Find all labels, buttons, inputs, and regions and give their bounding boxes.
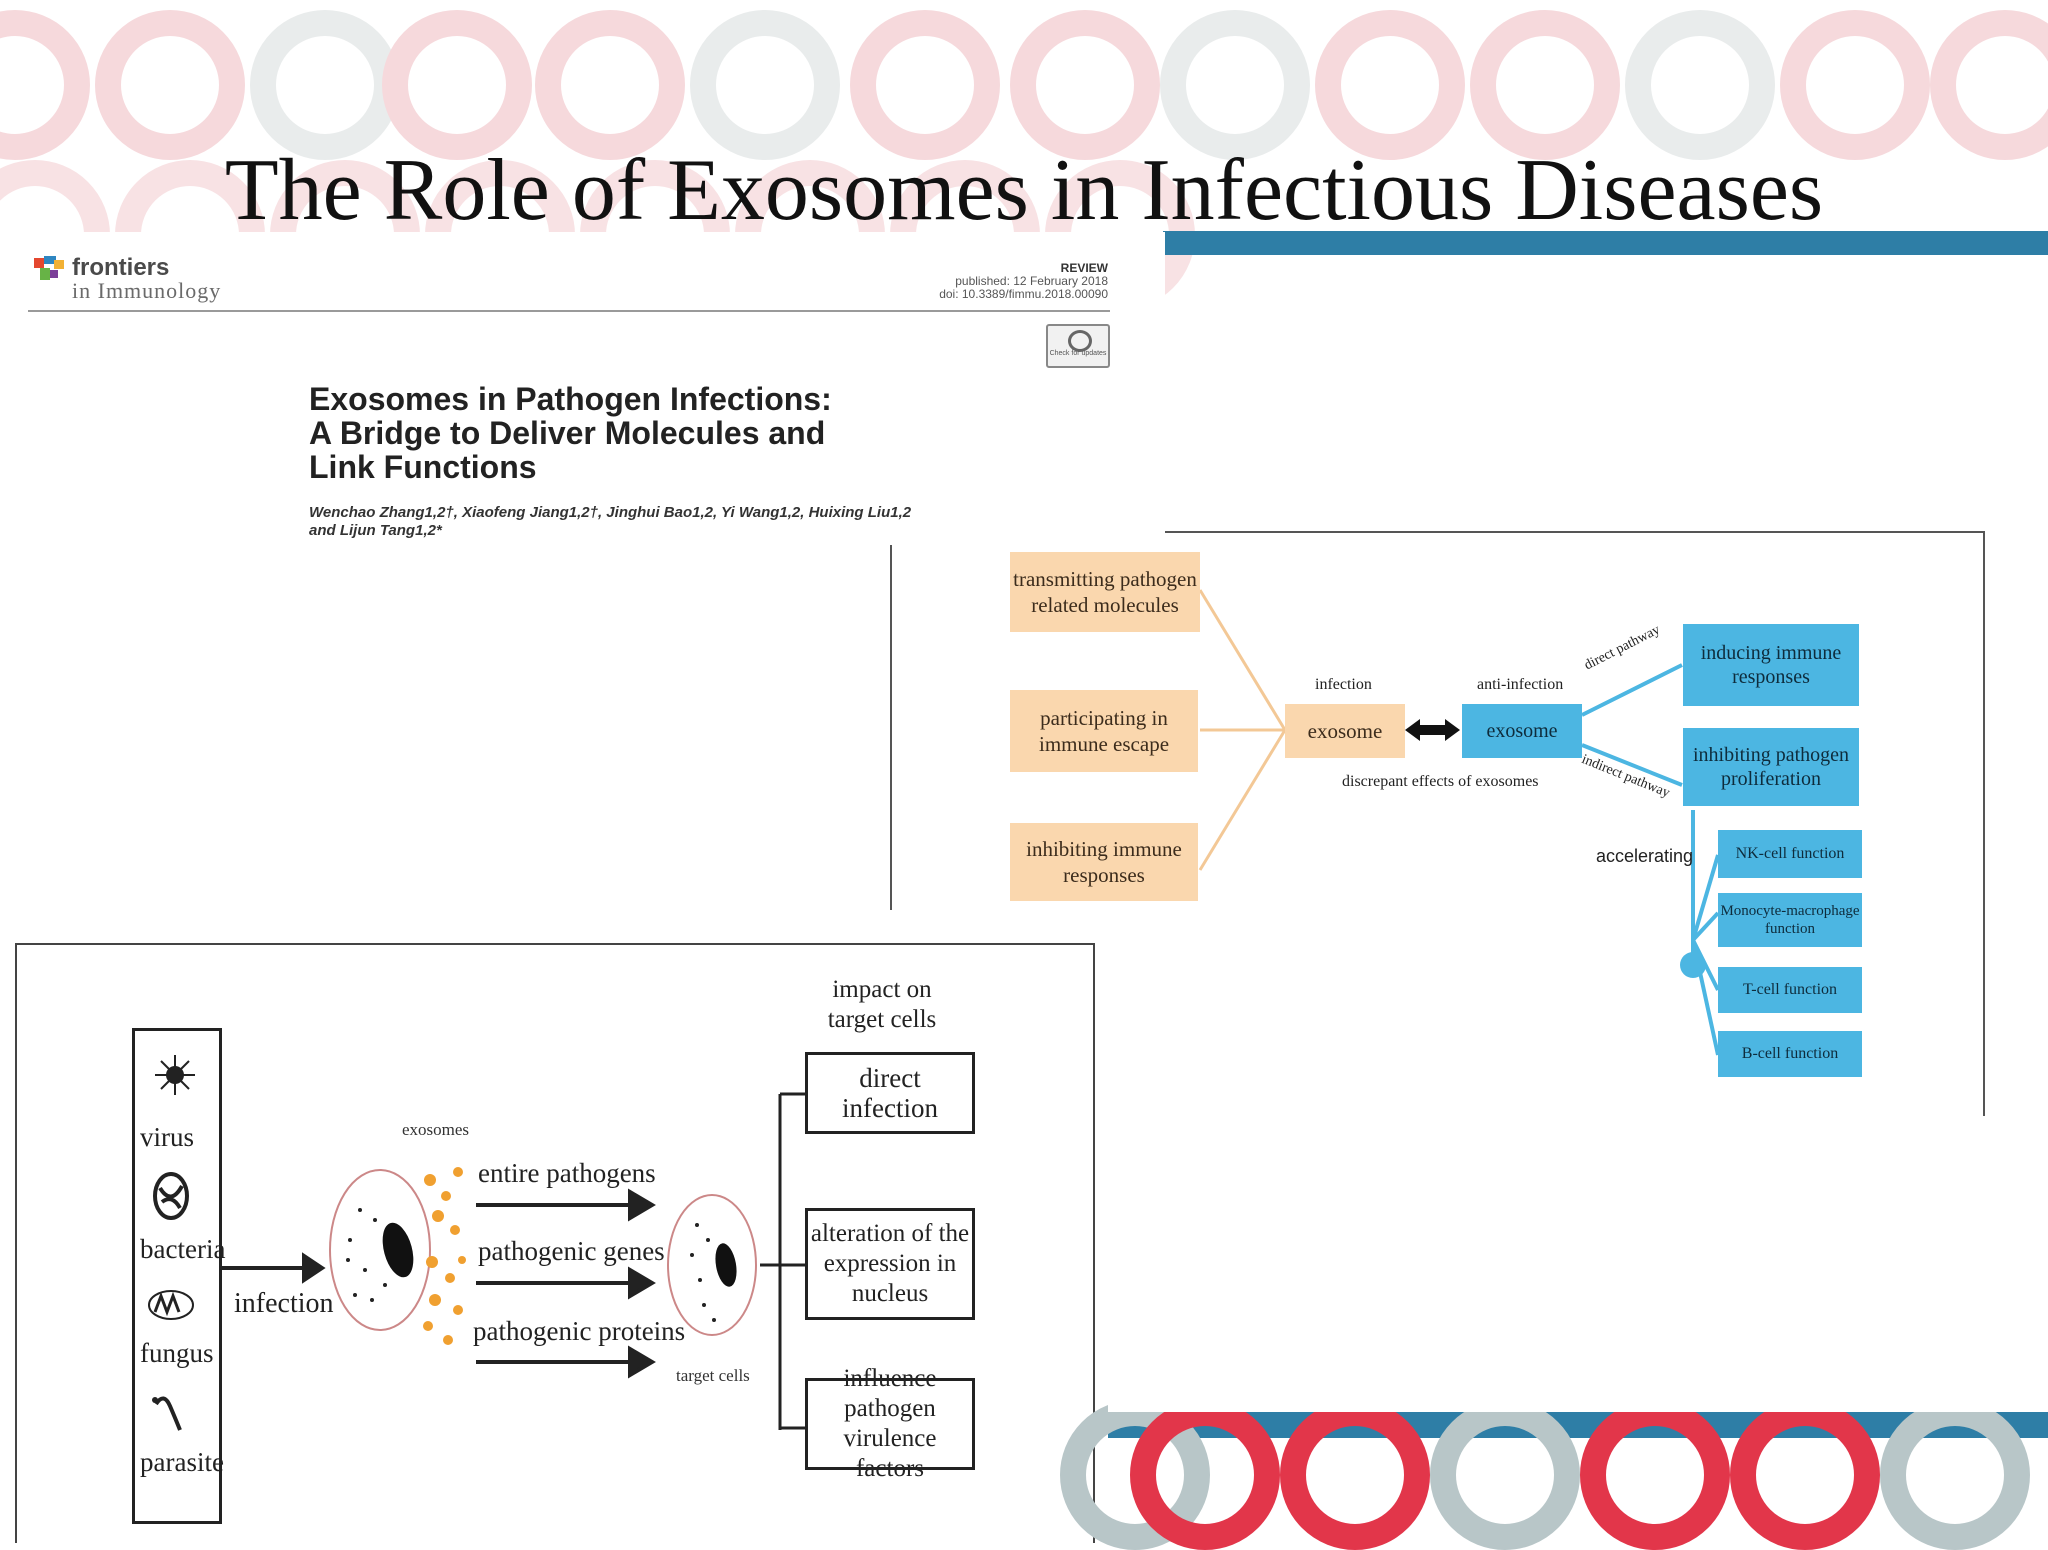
cargo-entire-pathogens: entire pathogens: [478, 1158, 656, 1188]
slide-title: The Role of Exosomes in Infectious Disea…: [224, 142, 1824, 239]
journal-subtitle: in Immunology: [72, 278, 222, 303]
cargo-pathogenic-proteins: pathogenic proteins: [473, 1316, 686, 1346]
paper-header-excerpt: frontiers in Immunology REVIEW published…: [0, 232, 1165, 552]
outcome-box-inducing-immune: inducing immune responses: [1683, 624, 1859, 706]
frontiers-logo-icon: [34, 256, 64, 280]
article-authors: Wenchao Zhang1,2†, Xiaofeng Jiang1,2†, J…: [309, 504, 911, 540]
infection-arrow-label: infection: [234, 1288, 334, 1319]
article-type: REVIEW: [1060, 261, 1108, 275]
authors-line: and Lijun Tang1,2*: [309, 522, 442, 539]
flow-arrows: [222, 1188, 656, 1379]
check-updates-label: Check for updates: [1049, 350, 1107, 357]
diagram-frame: [15, 943, 1095, 1543]
pathogen-label-fungus: fungus: [140, 1338, 214, 1368]
pathogen-label-virus: virus: [140, 1122, 194, 1152]
infected-cell-with-exosomes: [329, 1167, 466, 1345]
connector-lines: [1198, 589, 1720, 1056]
check-for-updates-badge: Check for updates: [1046, 324, 1110, 368]
function-box-monocyte: Monocyte-macrophage function: [1718, 893, 1862, 947]
target-cells-label: target cells: [676, 1366, 750, 1385]
impact-box-direct-infection: direct infection: [805, 1052, 975, 1134]
article-title-line: Exosomes in Pathogen Infections:: [309, 381, 832, 417]
infection-exosome-box: exosome: [1285, 704, 1405, 758]
publish-date: published: 12 February 2018: [955, 274, 1108, 288]
effect-box-immune-escape: participating in immune escape: [1010, 690, 1198, 772]
fungus-icon: [148, 1290, 194, 1320]
diagram-frame-left: [890, 545, 892, 910]
article-meta: REVIEW published: 12 February 2018 doi: …: [939, 262, 1108, 301]
accent-bar-top: [1163, 231, 2048, 255]
virus-icon: [155, 1055, 195, 1095]
impact-box-expression: alteration of the expression in nucleus: [805, 1208, 975, 1320]
function-box-t-cell: T-cell function: [1718, 967, 1862, 1013]
check-updates-icon: [1068, 330, 1092, 352]
pathogen-column: [132, 1028, 222, 1524]
header-rule: [28, 310, 1110, 312]
article-title: Exosomes in Pathogen Infections: A Bridg…: [309, 382, 832, 484]
article-doi: doi: 10.3389/fimmu.2018.00090: [939, 287, 1108, 301]
effect-box-transmitting: transmitting pathogen related molecules: [1010, 552, 1200, 632]
outcome-box-inhibiting-pathogen: inhibiting pathogen proliferation: [1683, 728, 1859, 806]
parasite-icon: [152, 1396, 182, 1431]
cargo-pathogenic-genes: pathogenic genes: [478, 1236, 665, 1266]
diagram-frame-top: [1165, 531, 1985, 533]
pathogen-label-parasite: parasite: [140, 1447, 224, 1477]
infection-label: infection: [1315, 676, 1372, 693]
function-box-b-cell: B-cell function: [1718, 1031, 1862, 1077]
effect-box-inhibiting-immune: inhibiting immune responses: [1010, 823, 1198, 901]
accelerating-label: accelerating: [1596, 846, 1694, 866]
exosomes-label: exosomes: [402, 1120, 470, 1139]
article-title-line: Link Functions: [309, 449, 537, 485]
discrepant-effects-caption: discrepant effects of exosomes: [1342, 773, 1539, 790]
function-box-nk-cell: NK-cell function: [1718, 830, 1862, 878]
target-cell: [667, 1194, 757, 1336]
bacteria-icon: [153, 1172, 189, 1220]
anti-infection-exosome-box: exosome: [1462, 704, 1582, 758]
authors-line: Wenchao Zhang1,2†, Xiaofeng Jiang1,2†, J…: [309, 504, 912, 521]
impact-title: impact on target cells: [827, 976, 937, 1033]
impact-box-virulence: influence pathogen virulence factors: [805, 1365, 975, 1482]
pathogen-label-bacteria: bacteria: [140, 1234, 226, 1264]
ring-mask: [1108, 1380, 2048, 1412]
article-title-line: A Bridge to Deliver Molecules and: [309, 415, 826, 451]
diagram-frame-right: [1983, 531, 1985, 1116]
journal-name: frontiers: [72, 254, 170, 281]
anti-infection-label: anti-infection: [1477, 676, 1564, 693]
